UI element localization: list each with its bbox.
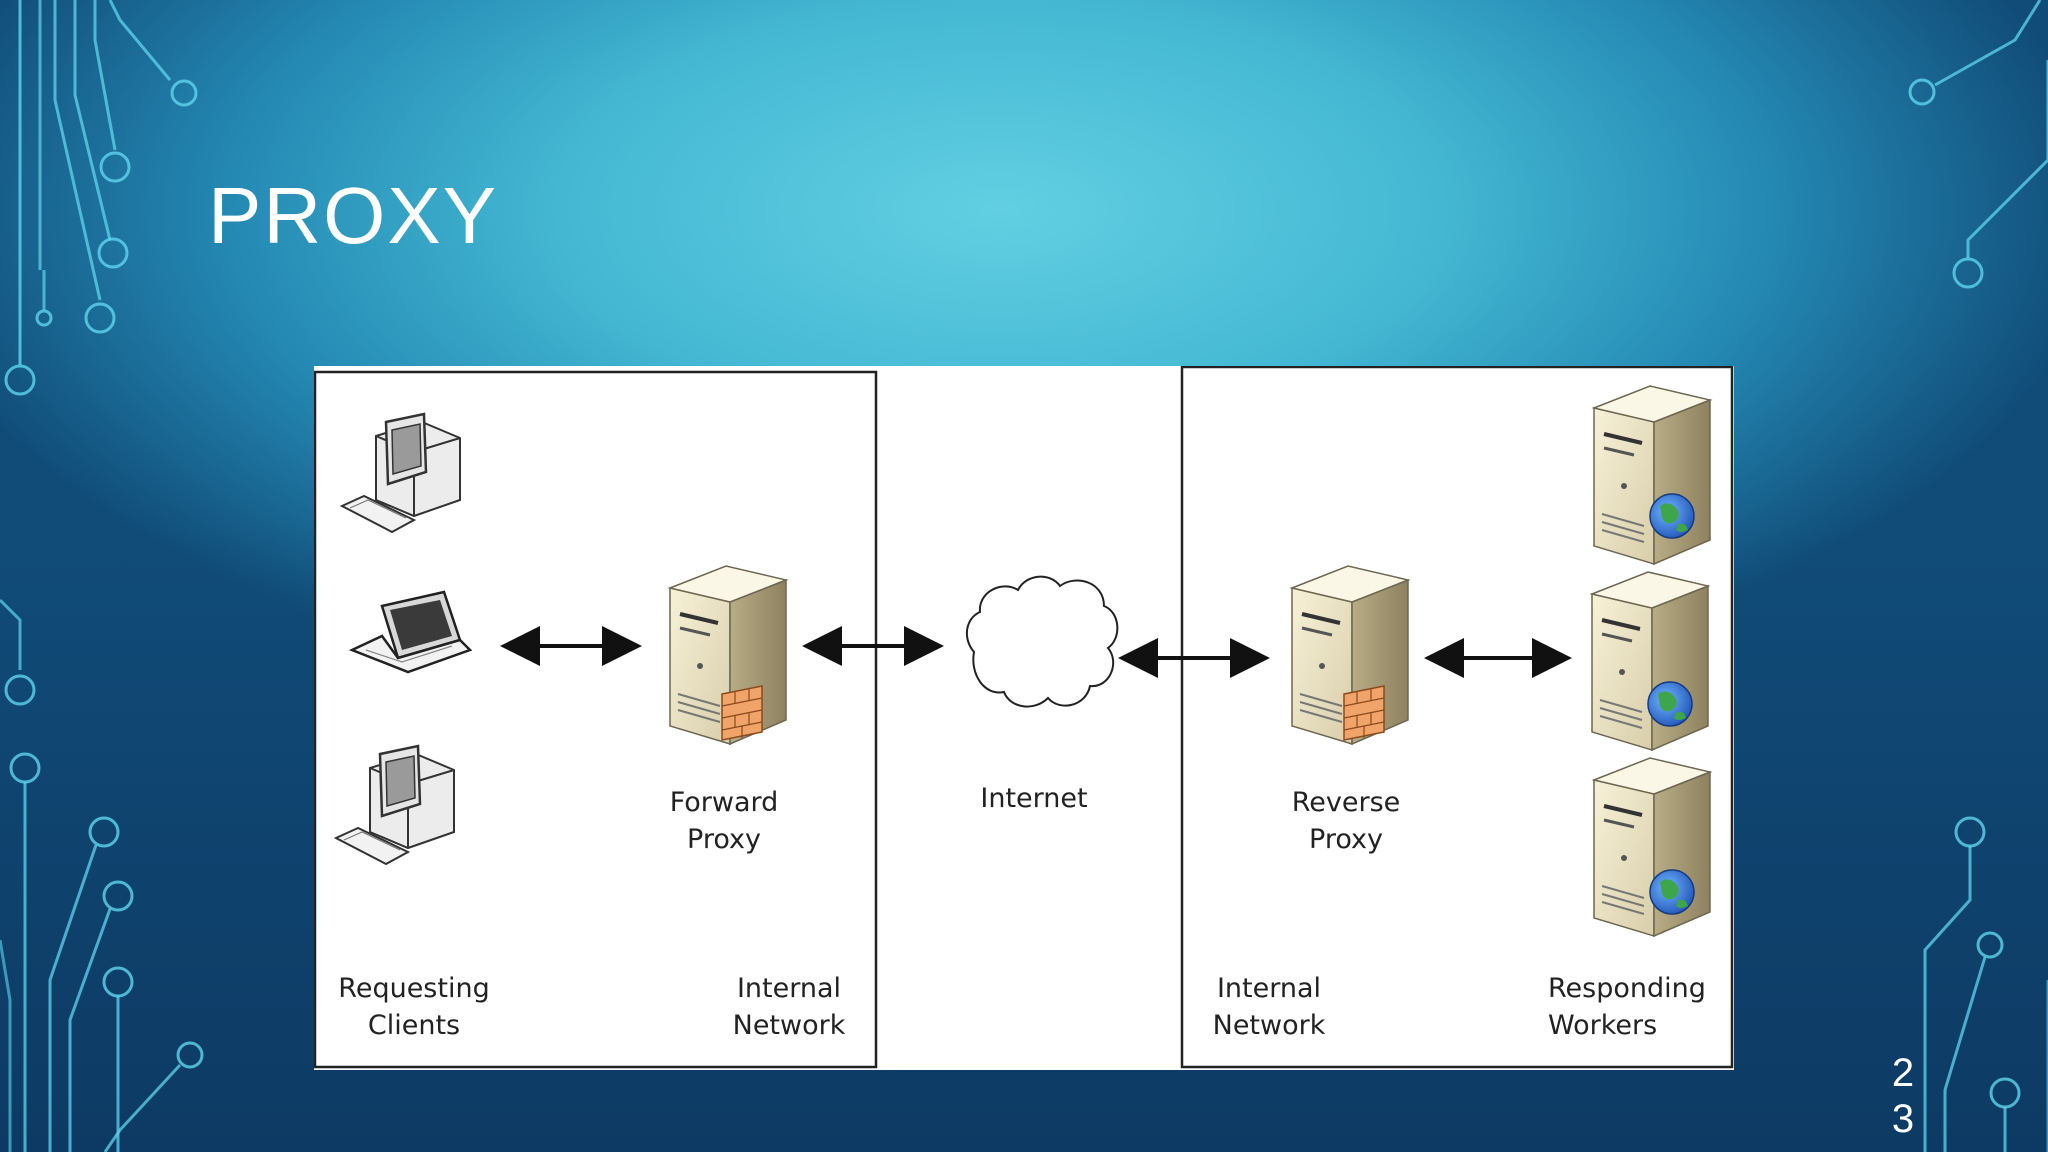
page-title: PROXY: [208, 171, 499, 260]
web-server-icon: [1590, 570, 1710, 752]
server-network-box: [1180, 366, 1734, 1069]
firewall-icon: [1343, 685, 1385, 741]
desktop-computer-icon: [334, 744, 456, 866]
label-requesting-clients: Requesting Clients: [338, 973, 490, 1041]
proxy-diagram: Requesting Clients Internal Network Forw…: [314, 366, 1734, 1070]
diagram-graphics: [314, 366, 1734, 1069]
label-internal-network-right: Internal Network: [1212, 973, 1326, 1041]
web-server-icon: [1592, 384, 1712, 566]
laptop-icon: [350, 590, 472, 674]
label-responding-workers: Responding Workers: [1548, 973, 1706, 1041]
web-server-icon: [1592, 756, 1712, 938]
client-network-box: [314, 370, 878, 1069]
label-internet: Internet: [980, 783, 1088, 814]
globe-icon: [1649, 869, 1695, 915]
globe-icon: [1647, 681, 1693, 727]
desktop-computer-icon: [340, 412, 462, 534]
label-reverse-proxy: Reverse Proxy: [1291, 787, 1401, 855]
cloud-icon: [965, 575, 1119, 708]
firewall-icon: [721, 685, 763, 741]
slide-number: 23: [1891, 1051, 1915, 1141]
label-internal-network-left: Internal Network: [732, 973, 846, 1041]
label-forward-proxy: Forward Proxy: [669, 787, 779, 855]
globe-icon: [1649, 493, 1695, 539]
